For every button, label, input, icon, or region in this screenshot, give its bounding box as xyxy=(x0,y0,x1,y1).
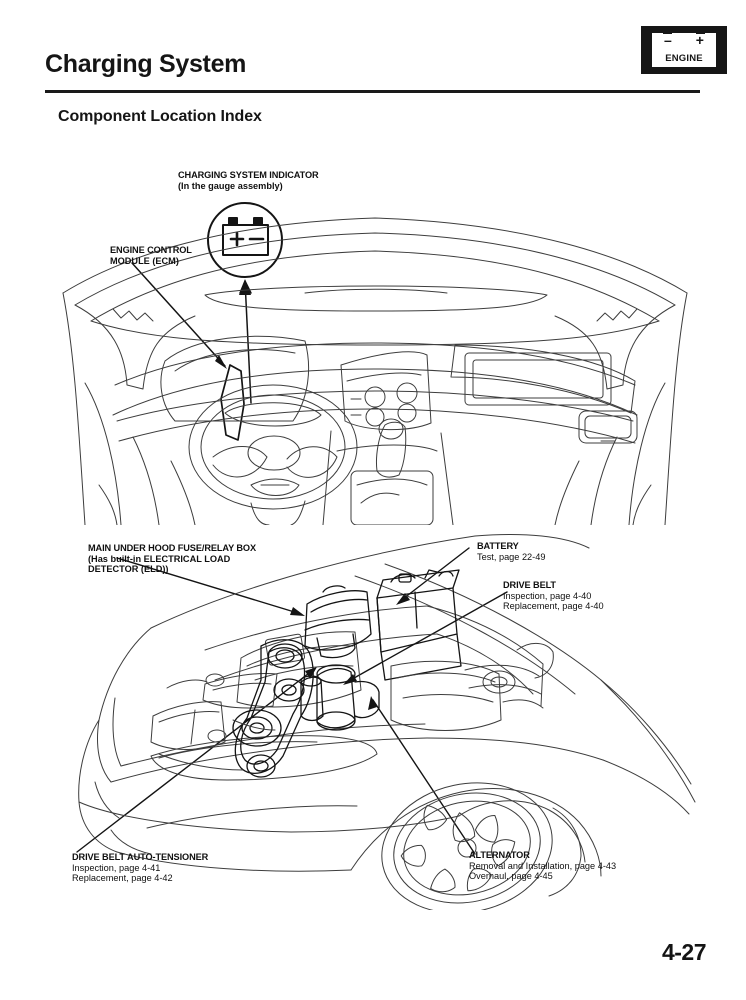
leader-line-fuse-box xyxy=(116,557,302,615)
battery-terminal-left-icon xyxy=(663,29,672,34)
callout-heading: ENGINE CONTROL xyxy=(110,245,192,255)
callout-charging-system-indicator: CHARGING SYSTEM INDICATOR (In the gauge … xyxy=(178,170,319,191)
callout-drive-belt: DRIVE BELT Inspection, page 4-40 Replace… xyxy=(503,580,604,612)
header-divider xyxy=(45,90,700,93)
callout-alternator: ALTERNATOR Removal and Installation, pag… xyxy=(469,850,616,882)
steering-wheel xyxy=(188,384,358,510)
callout-main-under-hood-fuse-relay-box: MAIN UNDER HOOD FUSE/RELAY BOX (Has buil… xyxy=(88,543,256,575)
plus-sign: + xyxy=(695,32,704,48)
callout-line: Replacement, page 4-42 xyxy=(72,873,173,884)
fuse-relay-box xyxy=(304,585,372,659)
battery-icon: – + ENGINE xyxy=(652,29,716,67)
callout-line: DETECTOR (ELD)) xyxy=(88,564,169,575)
callout-drive-belt-auto-tensioner: DRIVE BELT AUTO-TENSIONER Inspection, pa… xyxy=(72,852,208,884)
callout-heading: BATTERY xyxy=(477,541,519,551)
minus-sign: – xyxy=(664,32,672,48)
callout-heading: MAIN UNDER HOOD FUSE/RELAY BOX xyxy=(88,543,257,553)
callout-line: Test, page 22-49 xyxy=(477,551,546,562)
dashboard-illustration xyxy=(55,185,695,525)
callout-line: Overhaul, page 4-45 xyxy=(469,871,553,882)
callout-engine-control-module: ENGINE CONTROL MODULE (ECM) xyxy=(110,245,192,266)
callout-line: MODULE (ECM) xyxy=(110,255,179,266)
drive-belt-assembly xyxy=(232,639,314,778)
callout-line: Inspection, page 4-40 xyxy=(503,590,592,601)
callout-heading: ALTERNATOR xyxy=(469,850,530,860)
page-title: Charging System xyxy=(45,50,247,78)
alternator-component xyxy=(300,664,380,731)
callout-line: (Has built-in ELECTRICAL LOAD xyxy=(88,553,231,564)
callout-heading: DRIVE BELT AUTO-TENSIONER xyxy=(72,852,209,862)
ecm-highlight xyxy=(220,364,245,441)
callout-line: (In the gauge assembly) xyxy=(178,180,283,191)
badge-label: ENGINE xyxy=(665,53,703,64)
callout-heading: DRIVE BELT xyxy=(503,580,556,590)
charging-indicator-symbol xyxy=(207,202,283,278)
callout-line: Removal and Installation, page 4-43 xyxy=(469,860,617,871)
battery-terminal-right-icon xyxy=(696,29,705,34)
leader-line-drive-belt xyxy=(346,591,508,683)
leader-line-indicator xyxy=(239,279,252,404)
section-title: Component Location Index xyxy=(58,108,262,125)
front-wheel xyxy=(381,782,582,910)
page-number: 4-27 xyxy=(661,939,707,965)
leader-line-alternator xyxy=(372,699,476,855)
callout-heading: CHARGING SYSTEM INDICATOR xyxy=(178,170,319,180)
battery-polarity-signs: – + xyxy=(652,32,716,48)
callout-line: Inspection, page 4-41 xyxy=(72,862,161,873)
engine-section-badge: – + ENGINE xyxy=(641,26,727,74)
battery-component xyxy=(376,569,462,681)
leader-line-ecm xyxy=(131,262,227,369)
engine-bay-illustration xyxy=(55,530,715,910)
callout-battery: BATTERY Test, page 22-49 xyxy=(477,541,545,562)
callout-line: Replacement, page 4-40 xyxy=(503,601,604,612)
